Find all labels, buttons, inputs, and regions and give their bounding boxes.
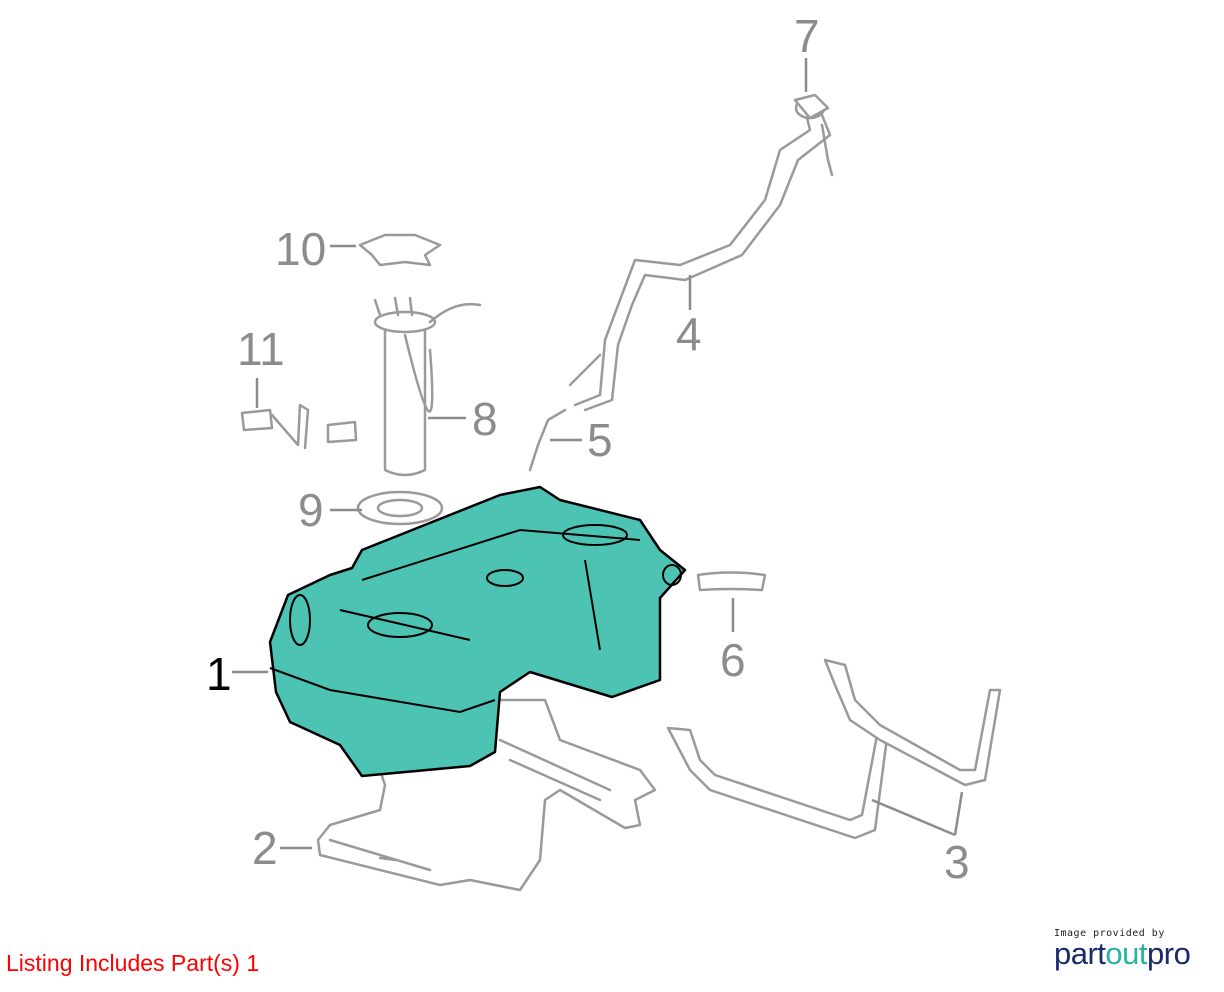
callout-7[interactable]: 7 [794,10,820,62]
logo-part: part [1054,936,1106,971]
listing-includes-text: Listing Includes Part(s) 1 [6,950,260,976]
part-4-filler-pipe[interactable] [568,96,834,412]
part-11-connector[interactable] [240,403,310,450]
part-9-seal-ring[interactable] [356,490,444,526]
callout-5[interactable]: 5 [587,414,613,466]
part-8-fuel-pump-module[interactable] [326,296,482,477]
part-2-skid-plate[interactable] [316,698,657,892]
logo-out: out [1105,936,1148,971]
part-6-hose[interactable] [696,571,767,592]
callout-3[interactable]: 3 [944,836,970,888]
logo-pro: pro [1147,936,1191,971]
logo-caption: Image provided by [1054,928,1165,939]
part-1-fuel-tank[interactable] [268,485,687,778]
partoutpro-logo: Image provided by partoutpro [1054,928,1214,969]
callout-6[interactable]: 6 [720,634,746,686]
logo-brand: partoutpro [1054,936,1214,971]
part-7-fuel-cap[interactable] [793,93,830,120]
callout-11[interactable]: 11 [237,323,285,375]
callout-8[interactable]: 8 [472,393,498,445]
part-3-tank-straps[interactable] [666,658,1002,840]
callout-1[interactable]: 1 [206,648,232,700]
part-5-vent-hose[interactable] [528,408,567,472]
callout-10[interactable]: 10 [275,223,326,275]
callout-arrows [232,58,964,850]
callout-4[interactable]: 4 [676,308,702,360]
callout-9[interactable]: 9 [298,484,324,536]
callout-2[interactable]: 2 [252,822,278,874]
part-10-lock-ring[interactable] [358,233,442,267]
